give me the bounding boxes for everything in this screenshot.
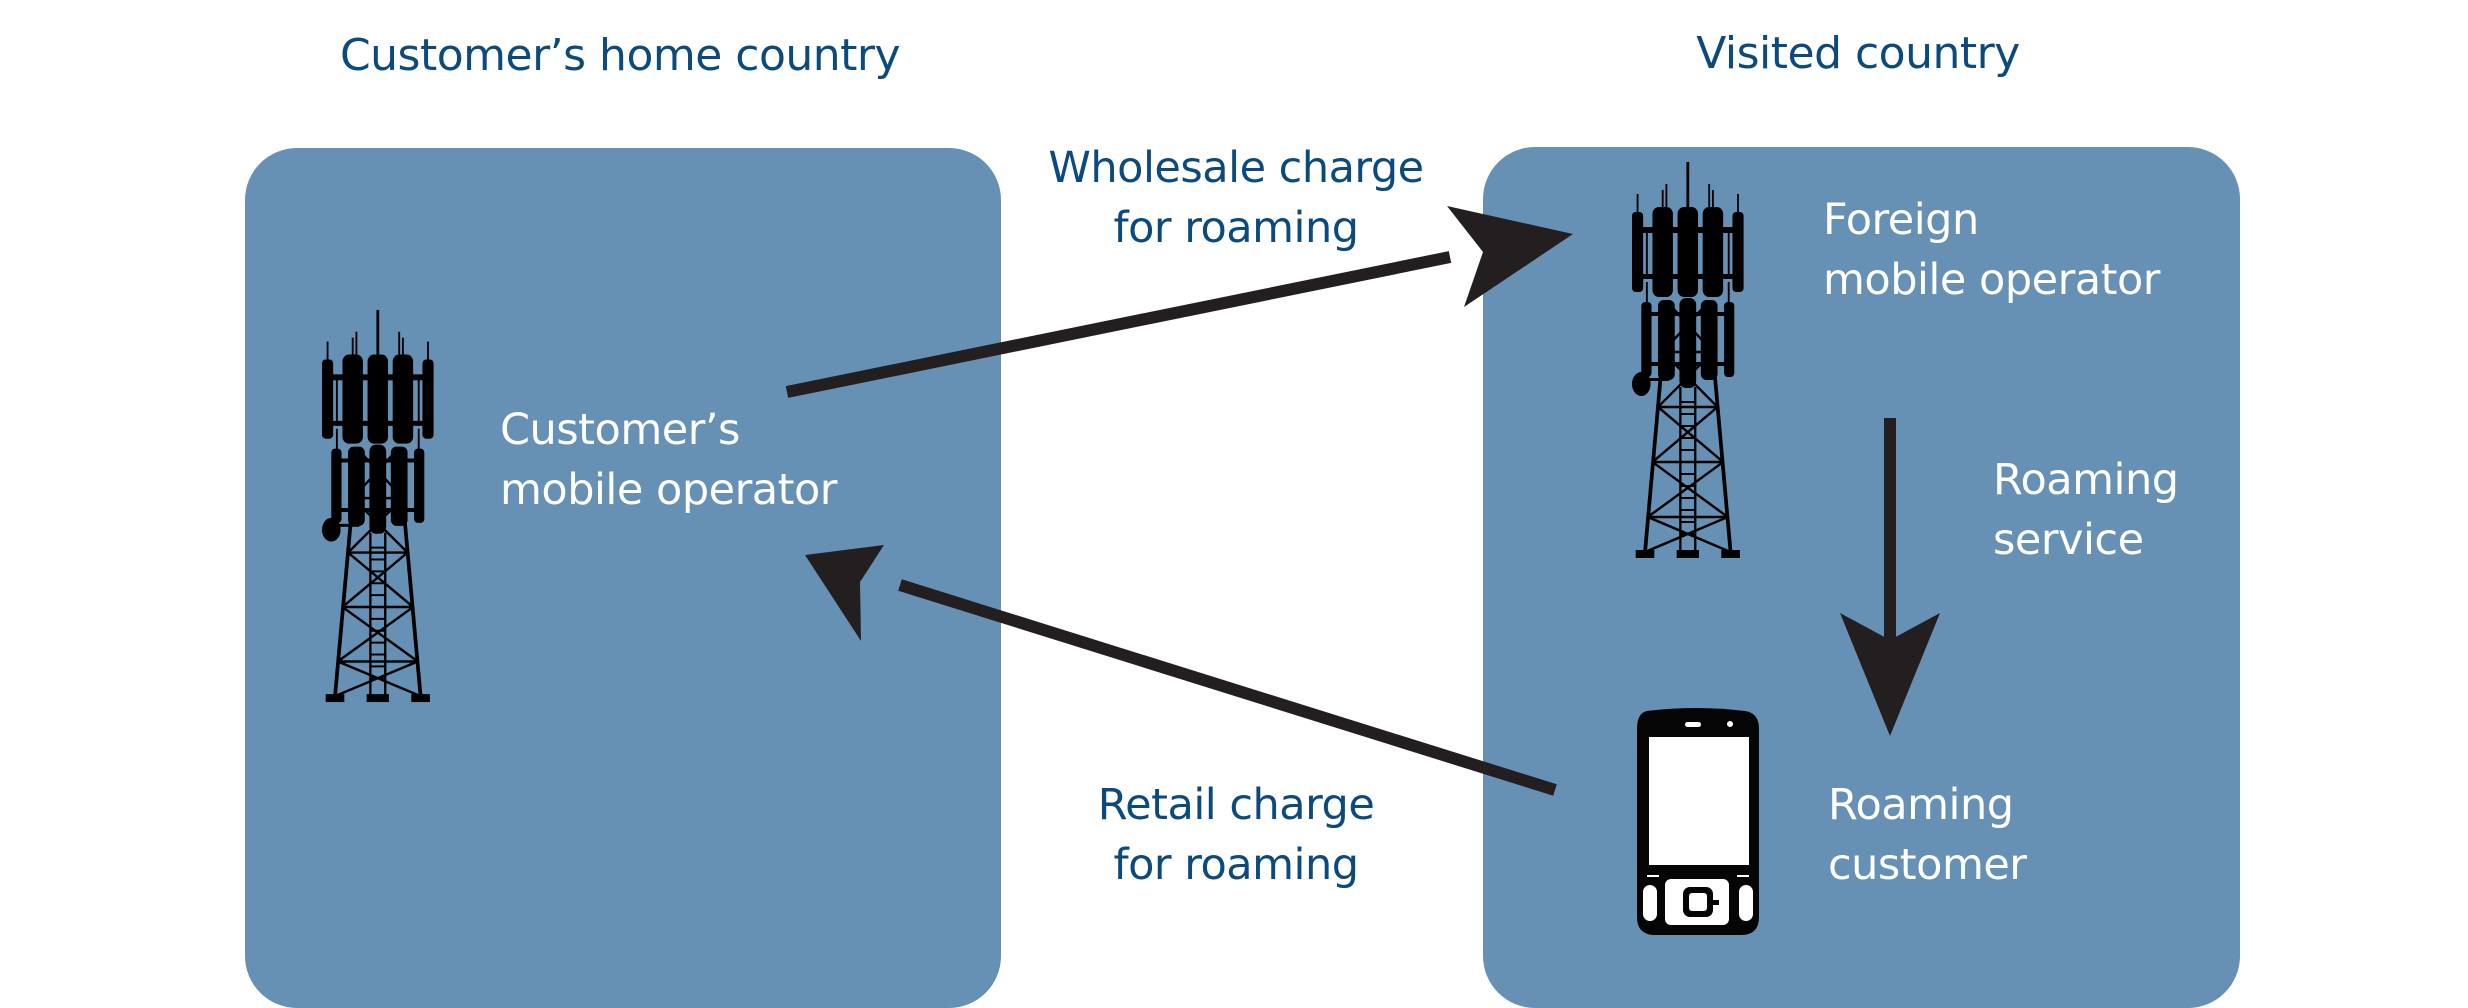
visited-country-box: [1483, 147, 2240, 1008]
roaming-service-arrow: [1840, 418, 1940, 736]
foreign-operator-label-line2: mobile operator: [1823, 255, 2160, 305]
roaming-service-label-line1: Roaming: [1993, 455, 2179, 505]
home-operator-label-line1: Customer’s: [500, 405, 740, 455]
wholesale-charge-label-line2: for roaming: [1113, 203, 1359, 253]
home-operator-label-line2: mobile operator: [500, 465, 837, 515]
foreign-operator-label: Foreign mobile operator: [1823, 190, 2160, 310]
home-cell-tower-icon: [320, 308, 436, 705]
retail-charge-label: Retail charge for roaming: [1098, 775, 1375, 895]
roaming-customer-label-line2: customer: [1828, 840, 2027, 890]
home-operator-label: Customer’s mobile operator: [500, 400, 837, 520]
wholesale-charge-arrow: [785, 206, 1573, 398]
home-country-title: Customer’s home country: [339, 30, 901, 81]
roaming-service-label: Roaming service: [1993, 450, 2179, 570]
roaming-customer-label-line1: Roaming: [1828, 780, 2014, 830]
roaming-customer-label: Roaming customer: [1828, 775, 2027, 895]
visited-country-title: Visited country: [1696, 28, 2020, 79]
wholesale-charge-label-line1: Wholesale charge: [1048, 143, 1424, 193]
foreign-cell-tower-icon: [1630, 160, 1746, 560]
wholesale-charge-label: Wholesale charge for roaming: [1048, 138, 1424, 258]
retail-charge-label-line1: Retail charge: [1097, 780, 1375, 830]
retail-charge-label-line2: for roaming: [1113, 840, 1359, 890]
roaming-service-label-line2: service: [1993, 515, 2144, 565]
foreign-operator-label-line1: Foreign: [1823, 195, 1979, 245]
mobile-phone-icon: [1637, 708, 1759, 935]
retail-charge-arrow: [805, 545, 1557, 796]
